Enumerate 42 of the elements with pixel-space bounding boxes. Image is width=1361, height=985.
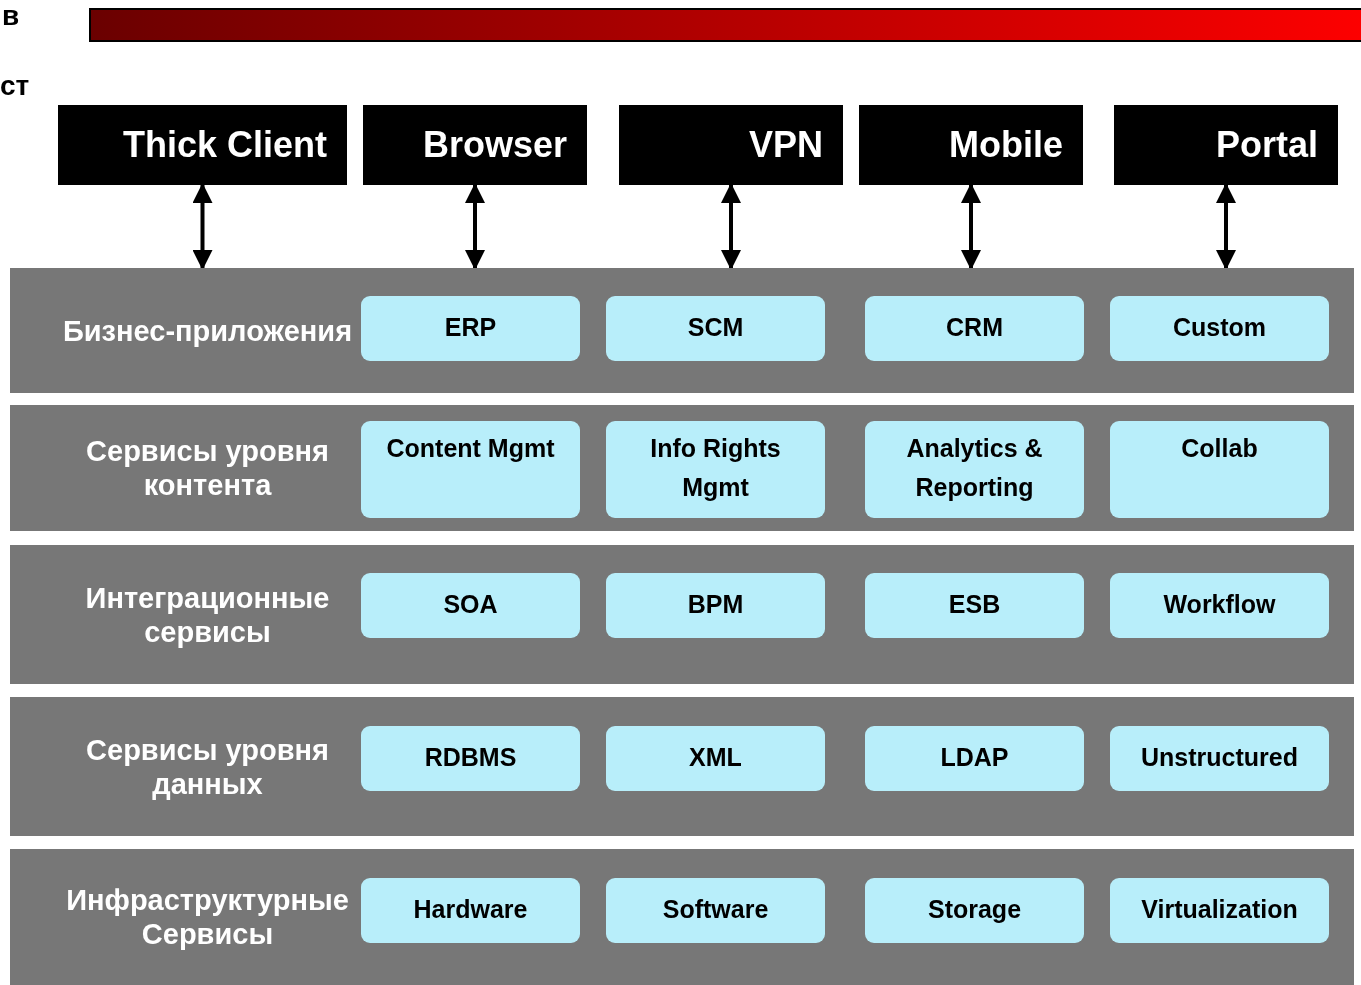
component-box: SCM — [606, 296, 825, 361]
cut-off-text: в — [2, 0, 20, 32]
component-box: Info Rights Mgmt — [606, 421, 825, 518]
component-box: Storage — [865, 878, 1084, 943]
component-box: Content Mgmt — [361, 421, 580, 518]
double-arrow — [1216, 183, 1236, 270]
component-box: XML — [606, 726, 825, 791]
layer-band — [10, 697, 1354, 836]
component-box: RDBMS — [361, 726, 580, 791]
client-box: Portal — [1114, 105, 1338, 185]
component-box: Virtualization — [1110, 878, 1329, 943]
client-box: Browser — [363, 105, 587, 185]
layer-title: Бизнес-приложения — [62, 313, 353, 348]
component-box: Custom — [1110, 296, 1329, 361]
layer-band — [10, 268, 1354, 393]
double-arrow — [192, 183, 213, 270]
client-box: Thick Client — [58, 105, 347, 185]
layer-title: Интеграционные сервисы — [84, 580, 331, 649]
client-box: VPN — [619, 105, 843, 185]
double-arrow — [465, 183, 485, 270]
double-arrow — [961, 183, 981, 270]
component-box: SOA — [361, 573, 580, 638]
component-box: ERP — [361, 296, 580, 361]
double-arrow — [721, 183, 741, 270]
component-box: ESB — [865, 573, 1084, 638]
component-box: CRM — [865, 296, 1084, 361]
component-box: Hardware — [361, 878, 580, 943]
cut-off-text: ст — [0, 70, 30, 102]
layer-title: Сервисы уровня данных — [85, 732, 330, 801]
component-box: Software — [606, 878, 825, 943]
client-box: Mobile — [859, 105, 1083, 185]
component-box: Collab — [1110, 421, 1329, 518]
layer-band — [10, 849, 1354, 985]
layer-title: Сервисы уровня контента — [85, 434, 330, 502]
layer-band — [10, 405, 1354, 531]
component-box: Unstructured — [1110, 726, 1329, 791]
component-box: BPM — [606, 573, 825, 638]
component-box: LDAP — [865, 726, 1084, 791]
component-box: Analytics & Reporting — [865, 421, 1084, 518]
layer-title: Инфраструктурные Сервисы — [65, 883, 350, 951]
component-box: Workflow — [1110, 573, 1329, 638]
layer-band — [10, 545, 1354, 684]
